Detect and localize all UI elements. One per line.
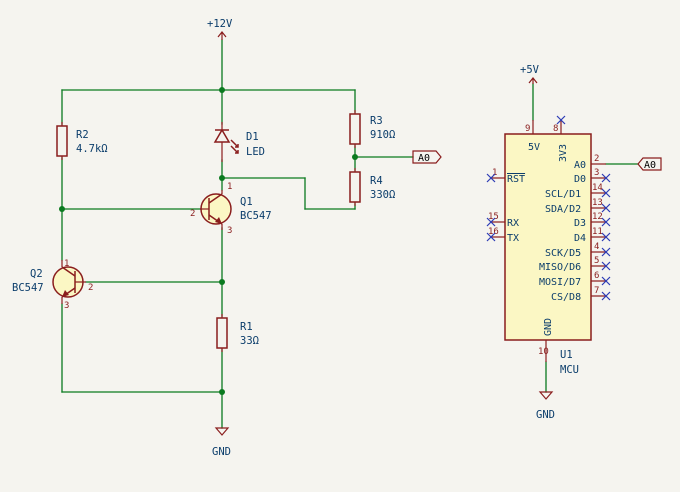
u1-pin11-num: 11 bbox=[592, 227, 603, 237]
junction-dot bbox=[352, 154, 358, 160]
u1-pin14-name: SCL/D1 bbox=[545, 189, 581, 200]
r1-value: 33Ω bbox=[240, 335, 259, 347]
u1-pin4-num: 4 bbox=[594, 242, 599, 252]
u1-value: MCU bbox=[560, 364, 579, 376]
resistor-r4[interactable]: R4 330Ω bbox=[349, 168, 395, 206]
junction-dot bbox=[59, 206, 65, 212]
u1-pin8-name: 3V3 bbox=[558, 144, 569, 162]
power-5v-symbol[interactable]: +5V bbox=[520, 64, 540, 84]
net-label-a0-right[interactable]: A0 bbox=[637, 157, 662, 171]
u1-pin3-num: 3 bbox=[594, 168, 599, 178]
junction-dot bbox=[219, 175, 225, 181]
net-label-a0-right-text: A0 bbox=[644, 160, 656, 171]
u1-pin1-num: 1 bbox=[492, 168, 497, 178]
u1-pin4-name: SCK/D5 bbox=[545, 248, 581, 259]
resistor-r1[interactable]: R1 33Ω bbox=[216, 314, 259, 352]
u1-pin12-num: 12 bbox=[592, 212, 603, 222]
u1-pin7-num: 7 bbox=[594, 286, 599, 296]
u1-ref: U1 bbox=[560, 349, 573, 361]
r2-ref: R2 bbox=[76, 129, 89, 141]
u1-pin2-name: A0 bbox=[574, 160, 586, 171]
junction-dot bbox=[219, 279, 225, 285]
q2-ref: Q2 bbox=[30, 268, 43, 280]
u1-pin9-name: 5V bbox=[528, 142, 540, 153]
q1-pin-e: 3 bbox=[227, 226, 232, 236]
d1-ref: D1 bbox=[246, 131, 259, 143]
junctions bbox=[59, 87, 358, 395]
gnd-symbol-right[interactable]: GND bbox=[536, 391, 555, 421]
u1-pin11-name: D4 bbox=[574, 233, 586, 244]
no-connect-marker bbox=[556, 115, 566, 125]
power-12v-symbol[interactable]: +12V bbox=[207, 18, 233, 40]
r4-ref: R4 bbox=[370, 175, 383, 187]
u1-pin6-num: 6 bbox=[594, 271, 599, 281]
q1-value: BC547 bbox=[240, 210, 272, 222]
net-label-a0-left[interactable]: A0 bbox=[412, 150, 442, 164]
u1-pin15-name: RX bbox=[507, 218, 519, 229]
q1-pin-c: 1 bbox=[227, 182, 232, 192]
u1-pin9-num: 9 bbox=[525, 124, 530, 134]
gnd-symbol-left[interactable]: GND bbox=[212, 427, 231, 458]
r2-value: 4.7kΩ bbox=[76, 143, 108, 155]
transistor-q2[interactable]: 2 1 3 Q2 BC547 bbox=[12, 259, 93, 311]
q1-ref: Q1 bbox=[240, 196, 253, 208]
q1-pin-b: 2 bbox=[190, 209, 195, 219]
junction-dot bbox=[219, 389, 225, 395]
u1-pin10-num: 10 bbox=[538, 347, 549, 357]
junction-dot bbox=[219, 87, 225, 93]
u1-pin3-name: D0 bbox=[574, 174, 586, 185]
q2-pin-c: 1 bbox=[64, 259, 69, 269]
u1-pin2-num: 2 bbox=[594, 154, 599, 164]
u1-pin15-num: 15 bbox=[488, 212, 499, 222]
r1-ref: R1 bbox=[240, 321, 253, 333]
u1-pin7-name: CS/D8 bbox=[551, 292, 581, 303]
u1-pin8-num: 8 bbox=[553, 124, 558, 134]
u1-pin1-name: RST bbox=[507, 174, 525, 185]
u1-pin5-name: MISO/D6 bbox=[539, 262, 581, 273]
q2-value: BC547 bbox=[12, 282, 44, 294]
gnd-label-right: GND bbox=[536, 409, 555, 421]
resistor-r3[interactable]: R3 910Ω bbox=[349, 110, 395, 148]
d1-value: LED bbox=[246, 146, 265, 158]
q2-pin-e: 3 bbox=[64, 301, 69, 311]
u1-pin6-name: MOSI/D7 bbox=[539, 277, 581, 288]
no-connect-marker bbox=[601, 173, 611, 301]
resistor-r2[interactable]: R2 4.7kΩ bbox=[56, 122, 108, 160]
u1-pin13-num: 13 bbox=[592, 198, 603, 208]
u1-pin14-num: 14 bbox=[592, 183, 603, 193]
u1-pin5-num: 5 bbox=[594, 256, 599, 266]
led-d1[interactable]: D1 LED bbox=[213, 122, 265, 162]
no-connect-marker bbox=[486, 173, 496, 242]
transistor-q1[interactable]: 2 1 3 Q1 BC547 bbox=[190, 182, 272, 236]
r3-value: 910Ω bbox=[370, 129, 395, 141]
power-12v-label: +12V bbox=[207, 18, 233, 30]
u1-pin16-name: TX bbox=[507, 233, 519, 244]
power-5v-label: +5V bbox=[520, 64, 540, 76]
u1-pin10-name: GND bbox=[543, 318, 554, 336]
u1-pin16-num: 16 bbox=[488, 227, 499, 237]
q2-pin-b: 2 bbox=[88, 283, 93, 293]
r4-value: 330Ω bbox=[370, 189, 395, 201]
mcu-u1[interactable]: 9 8 5V 3V3 10 GND 1 RST 15 RX 16 TX 2 A0… bbox=[486, 115, 611, 376]
r3-ref: R3 bbox=[370, 115, 383, 127]
u1-pin13-name: SDA/D2 bbox=[545, 204, 581, 215]
u1-pin12-name: D3 bbox=[574, 218, 586, 229]
net-label-a0-left-text: A0 bbox=[418, 153, 430, 164]
gnd-label-left: GND bbox=[212, 446, 231, 458]
